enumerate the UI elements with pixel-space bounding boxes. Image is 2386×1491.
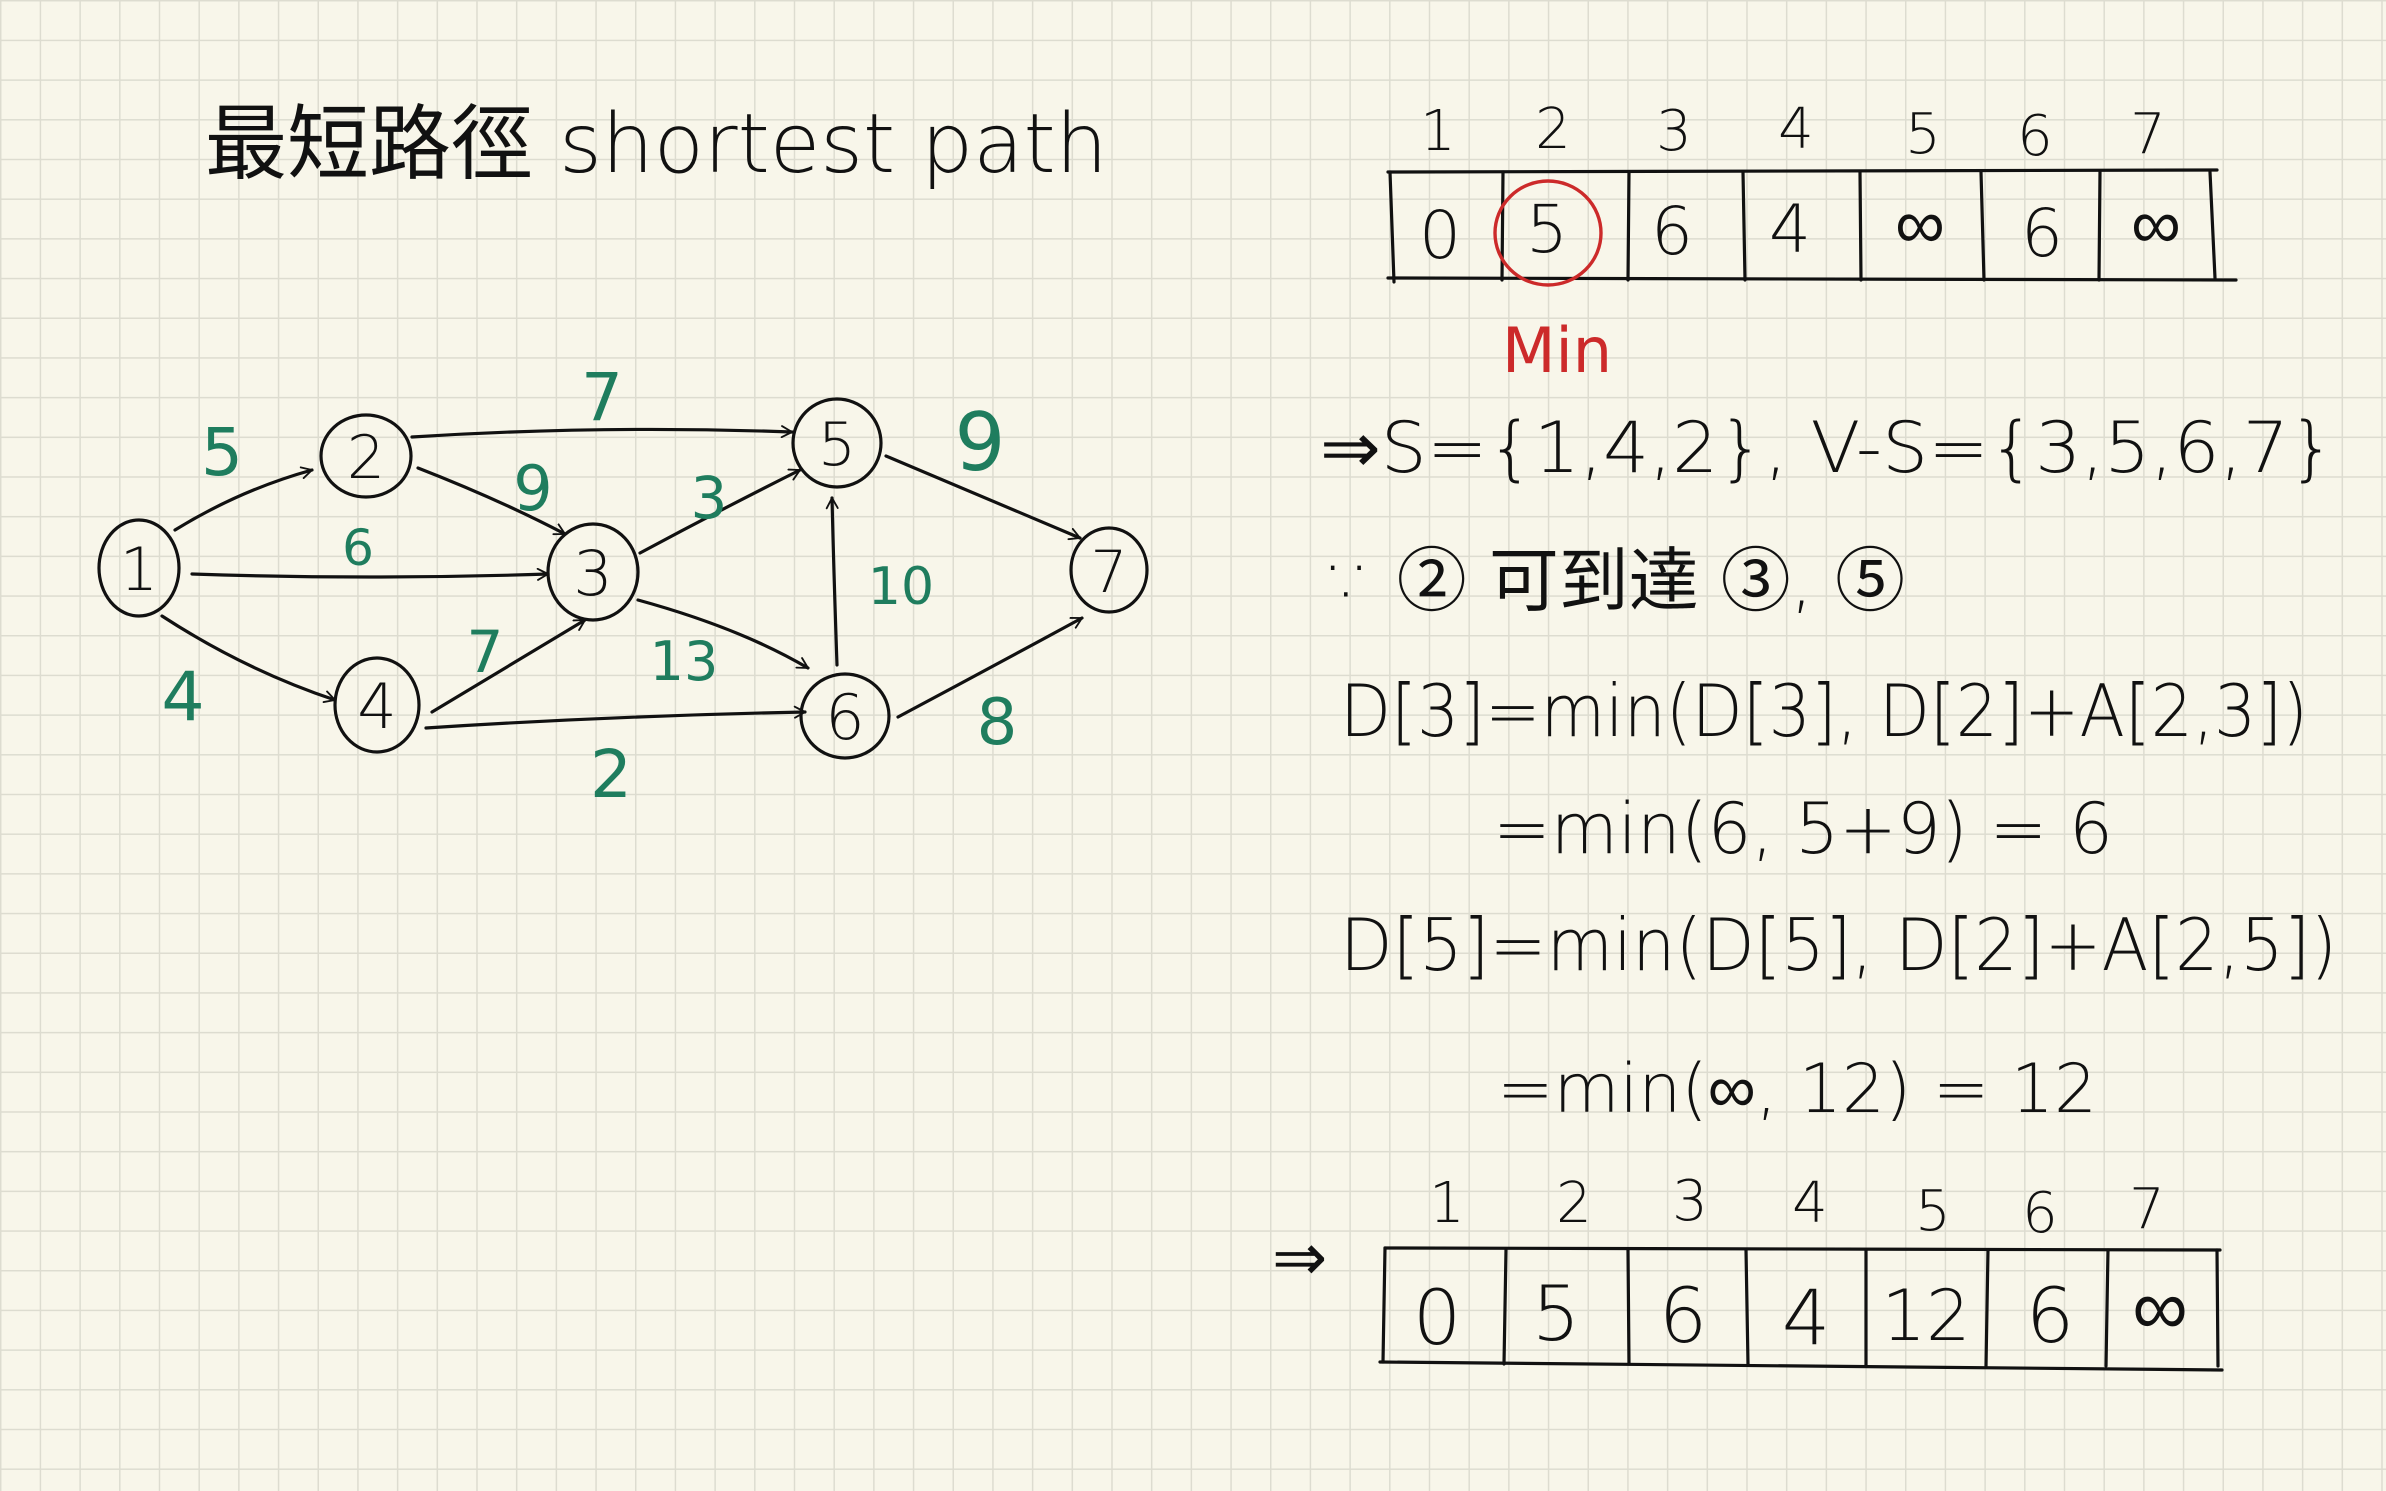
table-2-grid — [1378, 1246, 2224, 1372]
weight-1-2: 5 — [201, 414, 243, 491]
node-3-label: 3 — [573, 537, 612, 610]
node-1-label: 1 — [120, 535, 158, 605]
edge-1-4 — [160, 614, 337, 703]
table-2-header-7: 7 — [2129, 1177, 2165, 1242]
table-2-cell-7: ∞ — [2132, 1263, 2188, 1353]
edge-6-5 — [825, 496, 839, 667]
node-7-label: 7 — [1091, 538, 1128, 606]
table-1-cell-7: ∞ — [2131, 183, 2181, 265]
table-1-header-3: 3 — [1656, 99, 1692, 164]
weight-4-3: 7 — [467, 618, 504, 686]
table-2-cell-2: 5 — [1532, 1269, 1580, 1358]
table-2-header-1: 1 — [1429, 1171, 1465, 1236]
table-1-headers: 1 2 3 4 5 6 7 — [1420, 97, 2166, 169]
node-4-label: 4 — [357, 670, 396, 743]
edge-4-6 — [424, 705, 807, 730]
step-set-update: ⇒S={1,4,2}, V-S={3,5,6,7} — [1320, 407, 2335, 489]
weight-2-5: 7 — [581, 359, 623, 436]
weight-3-6: 13 — [650, 630, 719, 693]
weight-3-5: 3 — [691, 464, 728, 532]
node-3: 3 — [546, 522, 640, 622]
min-highlight-circle — [1493, 179, 1603, 287]
table-2-header-6: 6 — [2022, 1181, 2058, 1246]
table-1-cell-2: 5 — [1526, 191, 1568, 268]
step-reachable: ∵ ② 可到達 ③, ⑤ — [1330, 540, 1905, 622]
edge-6-7 — [896, 616, 1084, 719]
step-d5-result: =min(∞, 12) = 12 — [1497, 1050, 2097, 1129]
edge-weights: 5 6 4 7 9 3 7 13 2 10 9 8 — [161, 359, 1017, 813]
table-1-header-5: 5 — [1905, 102, 1941, 167]
weight-1-4: 4 — [161, 658, 204, 737]
graph-nodes: 1 2 3 4 5 6 7 — [97, 397, 1149, 760]
page-title: 最短路徑 shortest path — [205, 97, 1108, 192]
table-2-cell-4: 4 — [1782, 1273, 1830, 1362]
node-5-label: 5 — [818, 410, 856, 480]
table-1-header-4: 4 — [1778, 97, 1814, 162]
node-2: 2 — [319, 413, 413, 499]
table-1-cell-6: 6 — [2021, 195, 2063, 272]
table-1-grid — [1386, 168, 2238, 284]
table-1: 1 2 3 4 5 6 7 0 5 6 4 ∞ 6 ∞ — [1386, 97, 2238, 387]
table-2-header-4: 4 — [1792, 1171, 1828, 1236]
table-2-cell-5: 12 — [1881, 1275, 1970, 1357]
weight-5-7: 9 — [955, 396, 1006, 489]
node-7: 7 — [1069, 526, 1149, 614]
result-arrow: ⇒ — [1272, 1219, 1327, 1296]
table-2-cell-3: 6 — [1659, 1271, 1707, 1360]
edge-3-6 — [636, 598, 810, 670]
node-6: 6 — [799, 672, 891, 760]
table-1-header-7: 7 — [2130, 102, 2166, 167]
table-1-cell-1: 0 — [1419, 197, 1461, 274]
step-d3-formula: D[3]=min(D[3], D[2]+A[2,3]) — [1340, 669, 2308, 753]
edge-5-7 — [884, 454, 1082, 541]
table-2-header-5: 5 — [1915, 1179, 1951, 1244]
weight-4-6: 2 — [590, 736, 632, 813]
weight-1-3: 6 — [342, 519, 374, 577]
table-2-header-2: 2 — [1556, 1171, 1592, 1236]
edge-3-5 — [638, 468, 802, 555]
node-6-label: 6 — [825, 681, 864, 754]
node-4: 4 — [333, 656, 421, 754]
node-5: 5 — [791, 397, 883, 489]
table-1-cell-4: 4 — [1769, 191, 1811, 268]
table-1-cell-5: ∞ — [1895, 183, 1945, 265]
table-1-header-2: 2 — [1535, 97, 1571, 162]
derivation-steps: ⇒S={1,4,2}, V-S={3,5,6,7} ∵ ② 可到達 ③, ⑤ D… — [1320, 407, 2337, 1129]
edge-2-3 — [416, 466, 567, 536]
table-2-cell-6: 6 — [2026, 1271, 2074, 1360]
table-2-cell-1: 0 — [1413, 1273, 1461, 1362]
min-label: Min — [1502, 314, 1612, 387]
table-1-cells: 0 5 6 4 ∞ 6 ∞ — [1419, 183, 2181, 274]
node-2-label: 2 — [347, 423, 385, 493]
edge-1-3 — [190, 567, 550, 581]
table-1-cell-3: 6 — [1651, 193, 1693, 270]
table-1-header-6: 6 — [2017, 104, 2053, 169]
edge-1-2 — [173, 466, 314, 532]
table-2-headers: 1 2 3 4 5 6 7 — [1429, 1169, 2165, 1246]
weight-2-3: 9 — [513, 452, 552, 525]
edge-4-3 — [430, 618, 587, 714]
edge-2-5 — [410, 425, 794, 439]
weight-6-7: 8 — [977, 686, 1018, 760]
table-2-header-3: 3 — [1672, 1169, 1708, 1234]
table-2-cells: 0 5 6 4 12 6 ∞ — [1413, 1263, 2188, 1362]
weight-6-5: 10 — [868, 557, 934, 617]
step-d5-formula: D[5]=min(D[5], D[2]+A[2,5]) — [1340, 903, 2337, 987]
table-2: ⇒ 1 2 3 4 5 6 7 0 5 6 4 12 — [1272, 1169, 2224, 1372]
table-1-header-1: 1 — [1420, 99, 1456, 164]
node-1: 1 — [97, 518, 181, 618]
step-d3-result: =min(6, 5+9) = 6 — [1493, 788, 2113, 870]
graph-edges — [160, 425, 1084, 730]
